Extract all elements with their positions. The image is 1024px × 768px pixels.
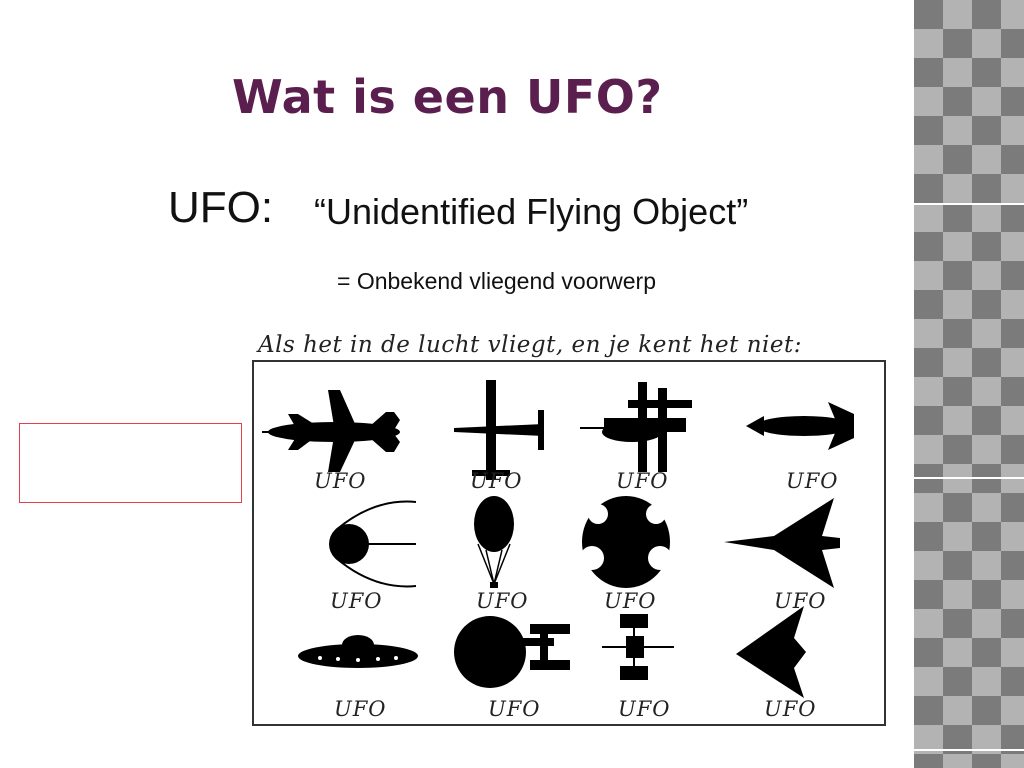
flying-saucer-icon <box>298 635 418 668</box>
ufo-translation: = Onbekend vliegend voorwerp <box>337 268 657 294</box>
ufo-label: UFO <box>330 589 383 613</box>
ufo-illustration-panel: UFO UFO UFO UFO UFO UF <box>252 360 886 726</box>
starship-icon <box>454 616 570 688</box>
ufo-label: UFO <box>470 469 523 493</box>
missile-icon <box>746 402 854 450</box>
ufo-term: UFO: <box>168 183 274 232</box>
balloon-icon <box>474 496 514 588</box>
decorative-side-strip <box>914 0 1024 768</box>
stealth-bomber-icon <box>736 606 806 698</box>
ufo-label: UFO <box>616 469 669 493</box>
ufo-label: UFO <box>334 697 387 721</box>
satellite-icon <box>602 614 674 680</box>
ufo-label: UFO <box>764 697 817 721</box>
propeller-plane-icon <box>454 380 544 480</box>
ufo-label: UFO <box>786 469 839 493</box>
ufo-label: UFO <box>488 697 541 721</box>
empty-placeholder-box[interactable] <box>19 423 242 503</box>
slide-title: Wat is een UFO? <box>232 70 663 124</box>
jet-plane-icon <box>262 390 400 472</box>
twin-boom-plane-icon <box>580 382 692 472</box>
ufo-definition: “Unidentified Flying Object” <box>314 191 749 232</box>
ufo-grid: UFO UFO UFO UFO UFO UF <box>262 380 854 721</box>
strip-divider <box>914 749 1024 751</box>
strip-divider <box>914 203 1024 205</box>
bat-symbol-icon <box>580 496 672 588</box>
ufo-label: UFO <box>618 697 671 721</box>
ufo-label: UFO <box>604 589 657 613</box>
panel-caption: Als het in de lucht vliegt, en je kent h… <box>258 332 802 358</box>
sputnik-icon <box>329 500 417 588</box>
delta-wing-icon <box>724 498 840 588</box>
ufo-label: UFO <box>476 589 529 613</box>
ufo-label: UFO <box>314 469 367 493</box>
strip-divider <box>914 477 1024 479</box>
